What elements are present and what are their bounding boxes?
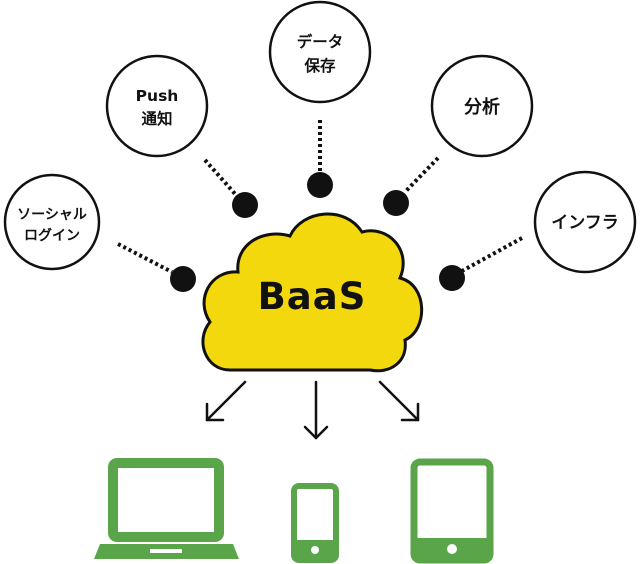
service-analytics: 分析 bbox=[430, 54, 534, 158]
connector-social-login bbox=[117, 242, 173, 274]
devices bbox=[94, 458, 494, 564]
smartphone-icon bbox=[291, 483, 339, 563]
service-analytics-circle bbox=[430, 54, 534, 158]
connector-push bbox=[203, 158, 238, 197]
service-push-label-2: 通知 bbox=[141, 109, 172, 128]
service-data-storage-label-1: データ bbox=[297, 32, 344, 51]
baas-label: BaaS bbox=[258, 275, 367, 318]
service-data-storage: データ 保存 bbox=[268, 0, 372, 104]
dot-data-storage bbox=[307, 172, 333, 198]
service-push-circle bbox=[105, 54, 209, 158]
arrow-to-laptop bbox=[205, 380, 247, 422]
service-infra-circle bbox=[533, 170, 637, 274]
dot-social-login bbox=[170, 266, 196, 292]
connectors bbox=[117, 120, 523, 274]
dot-push bbox=[232, 192, 258, 218]
service-social-login-label-2: ログイン bbox=[24, 227, 80, 244]
connector-analytics bbox=[403, 156, 440, 194]
connector-infra bbox=[461, 236, 523, 273]
baas-cloud: BaaS bbox=[201, 212, 424, 373]
service-data-storage-circle bbox=[268, 0, 372, 104]
arrow-to-smartphone bbox=[303, 380, 329, 440]
service-infra: インフラ bbox=[533, 170, 637, 274]
service-social-login-circle bbox=[3, 173, 101, 271]
dot-analytics bbox=[383, 190, 409, 216]
service-nodes: ソーシャル ログイン Push 通知 データ 保存 分析 インフラ bbox=[3, 0, 637, 274]
service-social-login-label-1: ソーシャル bbox=[17, 207, 87, 223]
cloud-shape bbox=[201, 212, 424, 373]
service-infra-label-1: インフラ bbox=[551, 213, 619, 233]
dot-infra bbox=[439, 265, 465, 291]
arrow-to-tablet bbox=[378, 380, 420, 422]
connector-dots bbox=[170, 172, 465, 292]
service-analytics-label-1: 分析 bbox=[464, 96, 500, 118]
service-push: Push 通知 bbox=[105, 54, 209, 158]
service-social-login: ソーシャル ログイン bbox=[3, 173, 101, 271]
service-data-storage-label-2: 保存 bbox=[303, 56, 336, 75]
device-arrows bbox=[205, 380, 420, 440]
laptop-icon bbox=[94, 458, 239, 559]
tablet-icon bbox=[410, 458, 494, 564]
service-push-label-1: Push bbox=[136, 87, 179, 105]
